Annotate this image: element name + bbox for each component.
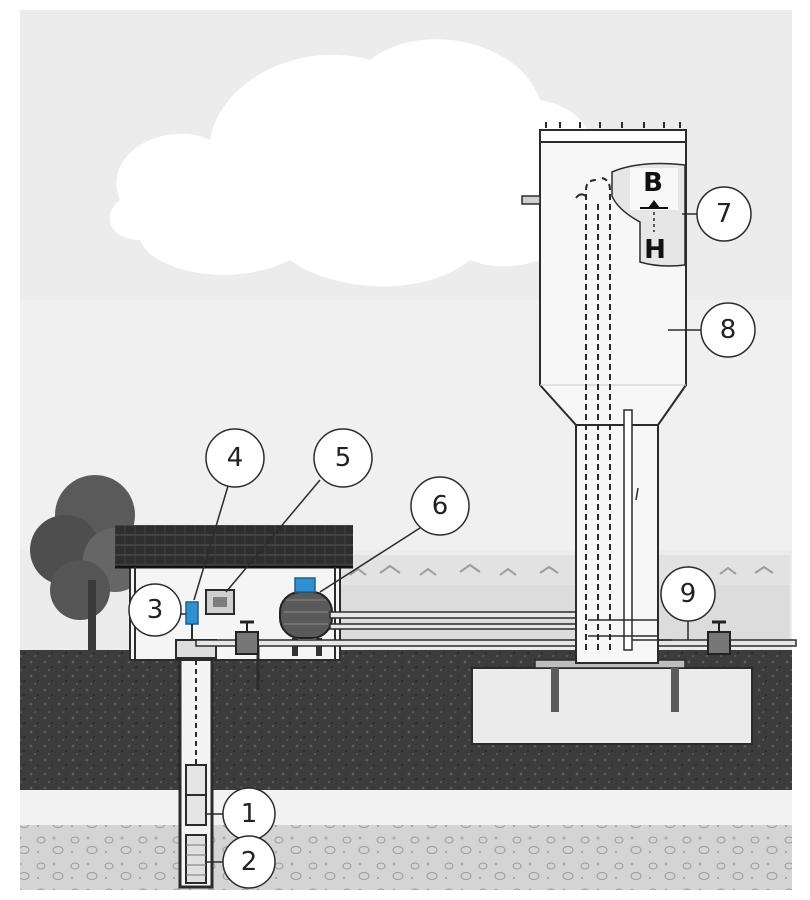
callout-6-label: 6	[432, 491, 449, 521]
water-level-icon	[640, 200, 668, 209]
callout-4: 4	[193, 428, 265, 601]
callout-2-label: 2	[241, 847, 258, 877]
callout-7: 7	[682, 186, 752, 242]
callout-7-label: 7	[716, 199, 733, 229]
pump-house-roof	[115, 525, 353, 567]
overflow-outlet	[521, 195, 541, 205]
pressure-switch	[185, 601, 199, 625]
hydro-accumulator	[279, 577, 333, 656]
callout-5: 5	[225, 428, 373, 593]
callout-6: 6	[319, 476, 470, 593]
valve-icon	[235, 620, 259, 655]
aquifer-gap	[20, 790, 792, 825]
callout-9: 9	[660, 566, 716, 640]
callout-4-label: 4	[227, 443, 244, 473]
float-icon: В Н	[611, 162, 686, 267]
callout-3-label: 3	[147, 595, 164, 625]
cloud	[109, 39, 597, 287]
callout-5-label: 5	[335, 443, 352, 473]
valve-icon-outlet	[707, 620, 731, 655]
upper-level-label: В	[643, 168, 663, 198]
lower-level-label: Н	[644, 235, 666, 265]
aquifer-layer	[20, 825, 792, 890]
well-filter	[185, 834, 207, 884]
tower-crown	[539, 122, 687, 143]
tower-shaft	[575, 424, 659, 664]
callout-1-label: 1	[241, 799, 258, 829]
tower-foundation	[471, 659, 753, 745]
callout-3: 3	[128, 583, 186, 637]
callout-8: 8	[668, 302, 756, 358]
callout-9-label: 9	[680, 579, 697, 609]
callout-8-label: 8	[720, 315, 737, 345]
callout-2: 2	[206, 835, 276, 889]
control-box	[205, 589, 235, 615]
submersible-pump	[185, 764, 207, 826]
